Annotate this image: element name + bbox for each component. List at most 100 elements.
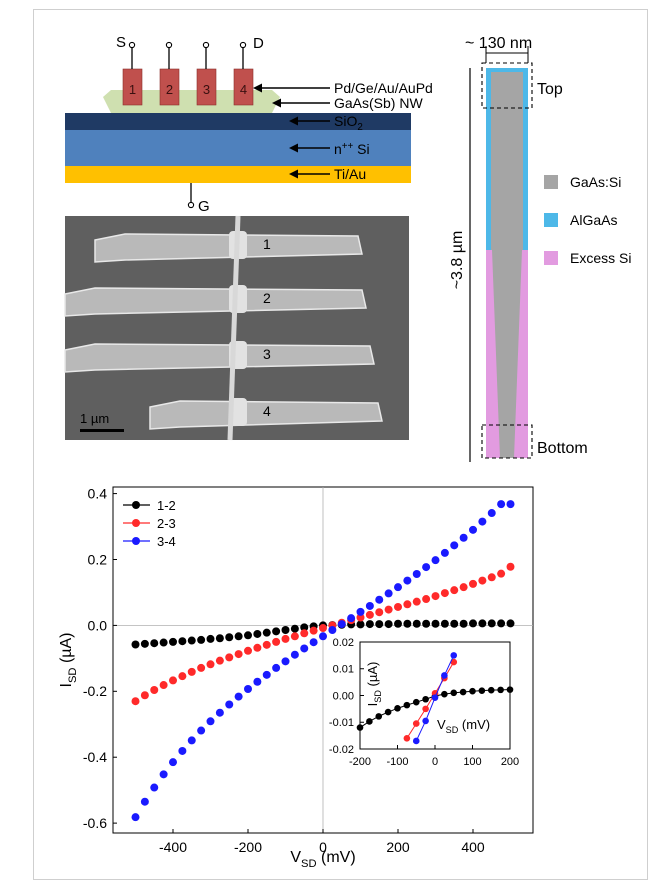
main-chart-xtick-label: 400 [461, 839, 485, 855]
main-chart-data-point [365, 610, 374, 619]
main-chart-data-point [300, 629, 309, 638]
inset-chart-data-point [422, 705, 429, 713]
main-chart-data-point [440, 619, 449, 628]
main-chart-data-point [187, 736, 196, 745]
main-chart-data-point [450, 586, 459, 595]
main-chart-data-point [328, 626, 337, 635]
main-chart-data-point [337, 620, 346, 629]
main-chart-data-point [206, 634, 215, 643]
gaas-arrow-head [272, 98, 281, 108]
main-chart-data-point [150, 685, 159, 694]
inset-chart-data-point [366, 718, 373, 725]
main-chart-data-point [487, 573, 496, 582]
main-chart-legend-label: 1-2 [157, 498, 176, 513]
scale-bar-label: 1 µm [80, 411, 109, 426]
main-chart-data-point [459, 533, 468, 542]
main-chart-data-point [272, 663, 281, 672]
main-chart-data-point [290, 624, 299, 633]
main-chart-data-point [206, 717, 215, 726]
main-chart-data-point [253, 677, 262, 686]
inset-chart-data-point [394, 705, 401, 712]
inset-chart-data-point [441, 690, 448, 698]
contact-number: 4 [240, 82, 247, 97]
tiau-arrow-head [289, 169, 298, 179]
main-chart-data-point [319, 624, 327, 633]
composition-legend-label: Excess Si [570, 250, 631, 266]
inset-chart-data-point [450, 689, 458, 697]
main-chart-data-point [309, 638, 318, 647]
main-chart-data-point [131, 640, 140, 649]
main-chart-data-point [497, 500, 506, 509]
inset-chart-ytick-label: -0.02 [329, 744, 354, 756]
main-chart-data-point [365, 620, 374, 629]
contact-number: 2 [166, 82, 173, 97]
main-chart-data-point [234, 692, 243, 701]
main-chart-data-point [215, 634, 224, 643]
inset-chart-xtick-label: -200 [349, 756, 371, 768]
main-chart-data-point [450, 619, 459, 628]
inset-chart-data-point [412, 720, 420, 727]
main-chart-ytick-label: 0.2 [88, 551, 108, 567]
scale-bar [80, 429, 124, 432]
main-chart-data-point [403, 600, 412, 609]
main-chart-data-point [197, 663, 206, 672]
layer-label-sio2: SiO2 [334, 113, 363, 133]
main-chart-data-point [412, 569, 421, 578]
composition-legend-swatch [544, 213, 558, 227]
main-chart-xtick-label: 200 [386, 839, 410, 855]
main-chart-data-point [469, 619, 477, 628]
main-chart-ytick-label: 0.4 [88, 485, 108, 501]
main-chart-legend-marker [132, 519, 140, 527]
main-chart-data-point [140, 639, 149, 648]
bottom-box [481, 424, 533, 459]
main-chart-data-point [300, 623, 309, 632]
main-chart-data-point [281, 657, 290, 666]
main-chart-data-point [178, 637, 187, 646]
main-chart-data-point [281, 626, 290, 635]
inset-chart-data-point [412, 698, 420, 706]
main-chart-legend-marker [132, 537, 140, 545]
probe-terminal [239, 41, 247, 49]
main-chart-data-point [497, 619, 506, 628]
layer-label-pd: Pd/Ge/Au/AuPd [334, 80, 433, 96]
sio2-arrow-head [289, 116, 298, 126]
main-chart-data-point [497, 569, 506, 578]
main-chart-data-point [365, 601, 374, 610]
inset-chart-data-point [375, 713, 383, 720]
inset-chart-data-point [431, 694, 439, 701]
main-chart-data-point [375, 595, 384, 604]
main-chart-data-point [478, 517, 487, 526]
main-chart-data-point [431, 556, 440, 565]
inset-chart-data-point [356, 724, 364, 731]
si-layer [65, 130, 411, 166]
main-chart-data-point [159, 638, 168, 647]
probe-terminal [202, 41, 210, 49]
main-chart-data-point [262, 628, 271, 637]
main-chart-data-point [169, 637, 177, 646]
main-chart-data-point [131, 813, 140, 822]
sem-contact-label: 1 [263, 236, 271, 252]
main-chart-data-point [422, 619, 431, 628]
main-chart-data-point [356, 620, 365, 629]
main-chart-data-point [272, 627, 281, 636]
probe-terminal [165, 41, 173, 49]
main-chart-data-point [234, 632, 243, 641]
inset-chart-xtick-label: 100 [463, 756, 481, 768]
main-chart-data-point [150, 783, 159, 792]
inset-chart-data-point [506, 686, 514, 693]
main-chart-legend-label: 2-3 [157, 516, 176, 531]
main-chart-data-point [262, 670, 271, 679]
main-chart-data-point [422, 595, 431, 604]
inset-chart-xtick-label: -100 [386, 756, 408, 768]
si-arrow-head [289, 143, 298, 153]
main-chart-data-point [169, 676, 177, 685]
main-chart-data-point [394, 602, 402, 611]
probe-terminal [128, 41, 136, 49]
main-chart-data-point [431, 592, 440, 601]
drain-label: D [253, 35, 264, 52]
main-chart-data-point [140, 691, 149, 700]
main-chart-data-point [197, 726, 206, 735]
length-label: ~3.8 µm [449, 231, 466, 290]
sem-electrode [94, 233, 363, 263]
